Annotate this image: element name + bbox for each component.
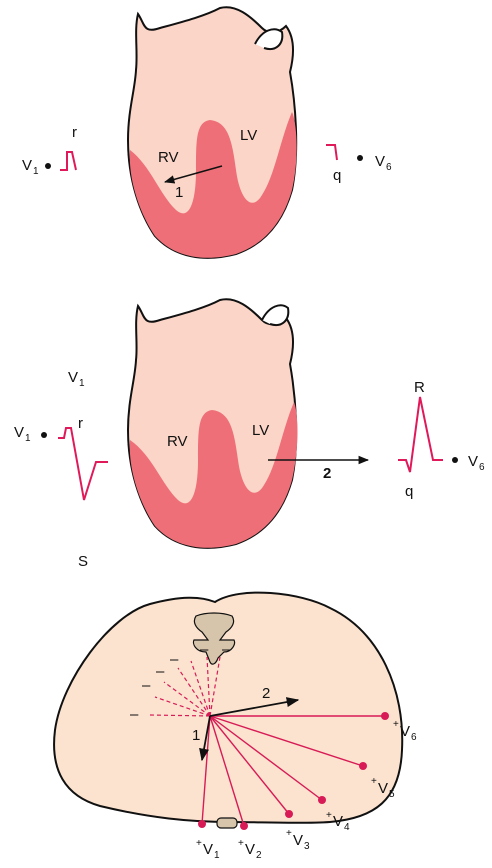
v1-lead-sub-1: 1: [33, 166, 39, 177]
svg-text:2: 2: [256, 850, 262, 861]
lead-label-v3: + V 3: [286, 828, 310, 852]
svg-text:+: +: [286, 828, 292, 839]
v6-electrode-dot-1: [357, 155, 363, 161]
heart-2: [128, 299, 298, 548]
v1-r-wave-label-2: r: [78, 415, 83, 432]
minus-sign-1: –: [142, 677, 151, 694]
minus-sign-5: –: [200, 641, 209, 658]
svg-text:+: +: [371, 776, 377, 787]
svg-text:1: 1: [214, 850, 220, 861]
v6-lead-label-2: V: [468, 453, 478, 470]
v6-ecg-trace-1: [326, 145, 337, 160]
svg-text:+: +: [196, 838, 202, 849]
svg-text:V: V: [203, 841, 213, 858]
v6-r-wave-label-2: R: [414, 379, 425, 396]
v6-lead-sub-2: 6: [479, 462, 485, 473]
svg-text:+: +: [326, 810, 332, 821]
electrode-dot-v2: [240, 822, 248, 830]
minus-sign-3: –: [156, 663, 165, 680]
minus-sign-4: –: [170, 651, 179, 668]
lead-label-v1: + V 1: [196, 838, 220, 861]
v1-title-sub: 1: [79, 378, 85, 389]
v1-ecg-trace-1: [60, 152, 76, 170]
v6-electrode-dot-2: [452, 457, 458, 463]
v1-s-wave-label-2: S: [78, 553, 88, 570]
svg-text:V: V: [333, 813, 343, 830]
v6-q-wave-label-1: q: [333, 167, 341, 184]
v1-ecg-trace-2: [58, 428, 108, 500]
lv-label-2: LV: [252, 422, 269, 439]
svg-text:+: +: [393, 719, 399, 730]
lead-label-v2: + V 2: [238, 838, 262, 861]
minus-sign-2: –: [130, 706, 139, 723]
electrode-dot-v6: [381, 712, 389, 720]
svg-text:V: V: [378, 780, 388, 797]
svg-text:6: 6: [411, 732, 417, 743]
v1-electrode-dot-2: [41, 432, 47, 438]
svg-text:V: V: [400, 723, 410, 740]
svg-text:+: +: [238, 838, 244, 849]
v6-q-wave-label-2: q: [405, 483, 413, 500]
v6-lead-sub-1: 6: [386, 162, 392, 173]
svg-text:4: 4: [344, 822, 350, 833]
heart-1: [128, 7, 297, 258]
v1-lead-sub-2: 1: [25, 433, 31, 444]
v6-ecg-trace-2: [398, 397, 443, 472]
lv-vector-label: 2: [323, 465, 331, 482]
minus-sign-6: –: [222, 641, 231, 658]
electrode-dot-v1: [198, 820, 206, 828]
electrode-dot-v5: [359, 762, 367, 770]
v1-r-wave-label-1: r: [72, 124, 77, 141]
v6-lead-label-1: V: [375, 153, 385, 170]
vector-2-label: 2: [262, 685, 270, 702]
svg-text:V: V: [293, 832, 303, 849]
svg-text:V: V: [245, 841, 255, 858]
sternum-icon: [217, 818, 237, 828]
panel-septal-depolarization: RV LV 1 V 1 r q V 6: [22, 7, 392, 258]
lv-label-1: LV: [240, 127, 257, 144]
svg-text:5: 5: [389, 789, 395, 800]
rv-label-1: RV: [158, 149, 179, 166]
rv-label-2: RV: [167, 433, 188, 450]
septal-vector-label: 1: [175, 184, 183, 201]
panel-chest-cross-section: – – – – – – 1 2 + V 1 +: [54, 593, 417, 861]
panel-ventricular-depolarization: RV LV 2 V 1 V 1 r S R q V 6: [14, 299, 485, 570]
electrode-dot-v4: [318, 796, 326, 804]
v1-title-label: V: [68, 369, 78, 386]
v1-lead-label-2: V: [14, 424, 24, 441]
svg-text:3: 3: [304, 841, 310, 852]
electrode-dot-v3: [285, 810, 293, 818]
v1-lead-label-1: V: [22, 157, 32, 174]
vector-1-label: 1: [192, 727, 200, 744]
v1-electrode-dot-1: [45, 163, 51, 169]
